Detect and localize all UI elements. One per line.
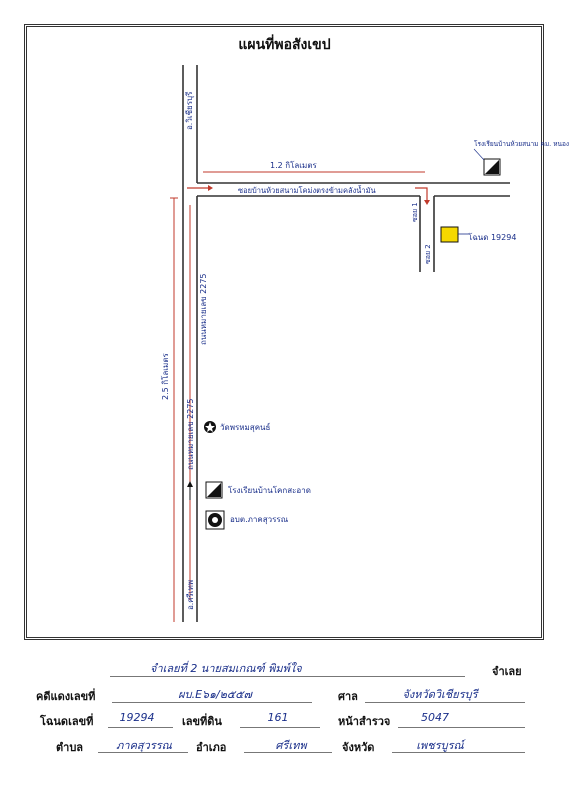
route-arrow-head-1 (208, 185, 213, 191)
label-school-top: โรงเรียนบ้านห้วยสนาม คม. หนองหญ้าปล้อง (474, 140, 569, 148)
school-icon (205, 481, 223, 499)
row4-underline-3 (392, 752, 525, 753)
court-label: ศาล (338, 690, 358, 703)
label-distance-h: 1.2 กิโลเมตร (270, 160, 318, 170)
deed-value: 19294 (119, 711, 155, 724)
row1-underline (110, 676, 465, 677)
school-top-icon (483, 158, 501, 176)
red-case-label: คดีแดงเลขที่ (36, 690, 96, 703)
label-lane-right: ซอย 2 (424, 244, 432, 264)
route-arrow-head-2 (424, 200, 430, 205)
label-highway-upper: ถนนหมายเลข 2275 (199, 273, 208, 345)
subdistrict-value: ภาคสุวรรณ (116, 739, 172, 752)
row2-underline-2 (365, 702, 525, 703)
label-school: โรงเรียนบ้านโคกสะอาด (228, 485, 311, 495)
label-highway-lower: ถนนหมายเลข 2275 (186, 398, 195, 470)
label-bottom-road: อ.ศรีเทพ (186, 580, 195, 610)
label-top-road: อ.วิเชียรบุรี (185, 91, 194, 130)
label-office: อบต.ภาคสุวรรณ (230, 515, 289, 524)
red-case-value: ผบ.E๖๑/๒๕๕๗ (178, 688, 252, 701)
map-title: แผนที่พอสังเขป (238, 37, 331, 53)
survey-page-value: 5047 (421, 711, 449, 724)
label-distance-v: 2.5 กิโลเมตร (160, 352, 170, 400)
row3-underline-1 (108, 727, 173, 728)
route-arrow-lane (415, 187, 428, 200)
highway-arrow-head (187, 481, 193, 487)
row2-underline-1 (112, 702, 312, 703)
label-parcel: โฉนด 19294 (468, 232, 516, 242)
map-frame (24, 24, 544, 640)
defendant-line: จำเลยที่ 2 นายสมเกณฑ์ พิมพ์ใจ (150, 662, 302, 675)
label-temple: วัดพรหมสุคนธ์ (220, 422, 271, 432)
district-value: ศรีเทพ (275, 739, 307, 752)
defendant-suffix: จำเลย (492, 665, 522, 678)
row3-underline-3 (398, 727, 525, 728)
row4-underline-2 (244, 752, 332, 753)
office-icon (205, 510, 225, 530)
label-lane-left: ซอย 1 (411, 202, 419, 222)
temple-icon (204, 421, 216, 433)
label-side-road: ซอยบ้านห้วยสนามโคม่งตรงข้ามคลังน้ำมัน (238, 185, 376, 195)
land-no-label: เลขที่ดิน (182, 715, 222, 728)
survey-page-label: หน้าสำรวจ (338, 715, 391, 728)
row3-underline-2 (240, 727, 320, 728)
school-top-leader (473, 148, 485, 161)
province-label: จังหวัด (342, 741, 375, 754)
district-label: อำเภอ (196, 741, 227, 754)
parcel-marker (440, 226, 468, 243)
deed-label: โฉนดเลขที่ (40, 715, 94, 728)
land-no-value: 161 (267, 711, 289, 724)
subdistrict-label: ตำบล (56, 741, 84, 754)
court-value: จังหวัดวิเชียรบุรี (402, 688, 478, 701)
row4-underline-1 (98, 752, 188, 753)
province-value: เพชรบูรณ์ (416, 739, 464, 752)
